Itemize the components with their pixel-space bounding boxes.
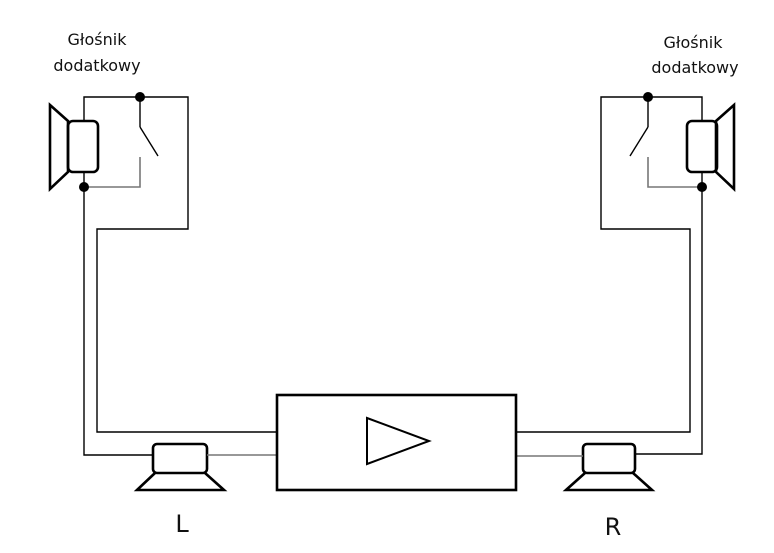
switch-blade-icon — [139, 126, 159, 157]
amplifier-box — [275, 393, 518, 492]
speaker-cone-icon — [562, 472, 656, 492]
amplifier — [275, 393, 518, 492]
speaker-right — [516, 442, 656, 492]
speaker-magnet-icon — [66, 119, 100, 174]
speaker-magnet-icon — [685, 119, 719, 174]
extra-speaker-left-label-line1: Głośnik — [68, 30, 128, 49]
wire — [83, 172, 153, 456]
switch-blade-icon — [629, 126, 649, 157]
extra-speaker-left — [48, 102, 100, 193]
wire — [647, 157, 702, 188]
junction-dot — [79, 182, 89, 192]
speaker-cone-icon — [48, 102, 70, 193]
speaker-cone-icon — [133, 472, 228, 492]
speaker-magnet-icon — [581, 442, 637, 475]
speaker-magnet-icon — [151, 442, 209, 475]
speaker-cone-icon — [714, 102, 736, 193]
junction-dot — [697, 182, 707, 192]
junction-dot — [643, 92, 653, 102]
wire — [516, 96, 703, 433]
extra-speaker-left-wiring — [79, 92, 277, 456]
extra-speaker-right-label-line1: Głośnik — [664, 33, 724, 52]
wire — [634, 172, 703, 455]
speaker-left — [133, 442, 277, 492]
extra-speaker-right-wiring — [516, 92, 707, 455]
extra-speaker-left-label-line2: dodatkowy — [53, 56, 140, 75]
extra-speaker-right-label-line2: dodatkowy — [651, 58, 738, 77]
wire — [84, 157, 141, 188]
wire — [83, 96, 277, 433]
channel-right-label: R — [605, 513, 622, 541]
channel-left-label: L — [175, 510, 189, 538]
amplifier-triangle-icon — [366, 416, 432, 466]
junction-dot — [135, 92, 145, 102]
extra-speaker-right — [685, 102, 736, 193]
